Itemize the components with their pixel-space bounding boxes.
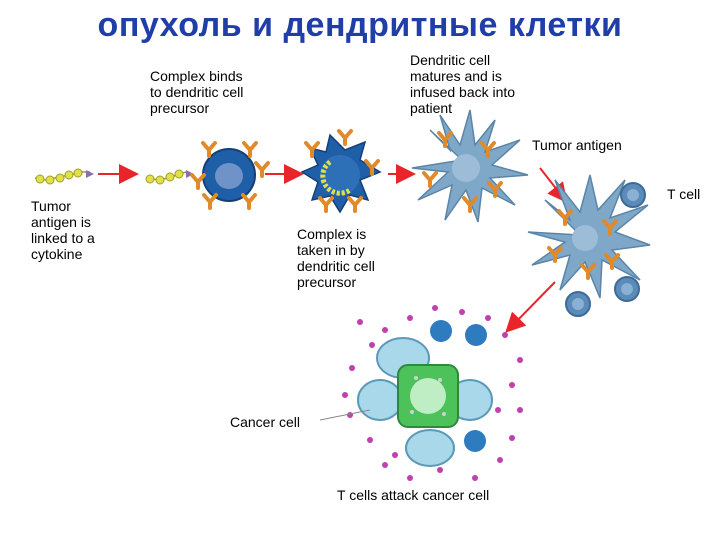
label-cancer-cell: Cancer cell xyxy=(230,414,301,430)
t-cell-top xyxy=(620,182,646,208)
label-dc-matures: Dendritic cell matures and is infused ba… xyxy=(410,52,516,116)
t-cell-bottom-right xyxy=(614,276,640,302)
mature-dendritic-cell xyxy=(411,109,529,223)
label-complex-binds: Complex binds to dendritic cell precurso… xyxy=(150,68,244,116)
antigen-cytokine-complex xyxy=(34,168,94,185)
label-complex-taken-in: Complex is taken in by dendritic cell pr… xyxy=(297,226,375,290)
label-t-cells-attack: T cells attack cancer cell xyxy=(337,487,490,503)
label-antigen-linked: Tumor antigen is linked to a cytokine xyxy=(31,198,95,262)
cytokine-dots xyxy=(342,305,523,481)
dendritic-cell-with-t-cells xyxy=(527,174,651,299)
arrow-5 xyxy=(505,281,556,333)
label-t-cell: T cell xyxy=(667,186,701,202)
attacking-t-cells xyxy=(430,320,487,452)
t-cell-bottom-left xyxy=(565,291,591,317)
antigen-cytokine-complex-2 xyxy=(145,169,194,185)
cancer-cell xyxy=(357,337,493,467)
dendritic-cell-precursor xyxy=(190,141,270,210)
slide-title: опухоль и дендритные клетки xyxy=(97,6,623,44)
dendritic-cell-uptake xyxy=(300,129,382,214)
cancer-cell-pointer xyxy=(319,409,371,421)
label-tumor-antigen: Tumor antigen xyxy=(532,137,622,153)
